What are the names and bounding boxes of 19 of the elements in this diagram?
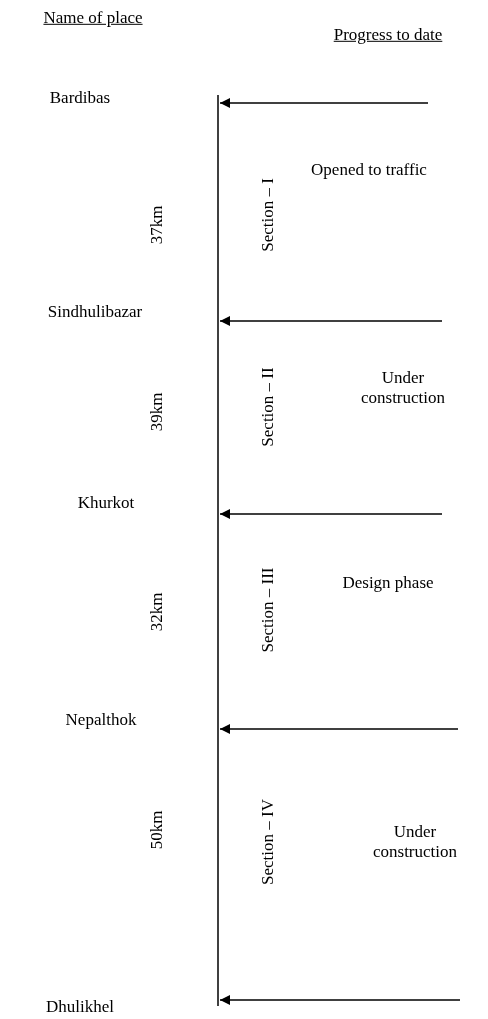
section-label: Section – IV (257, 799, 278, 885)
section-label: Section – III (257, 567, 278, 653)
status-label: Design phase (341, 572, 435, 594)
place-name: Dhulikhel (46, 996, 114, 1018)
place-name: Bardibas (49, 87, 111, 109)
section-label: Section – II (257, 367, 278, 447)
distance-label: 39km (146, 392, 167, 432)
section-label: Section – I (257, 178, 278, 252)
distance-label: 50km (146, 810, 167, 850)
column-heading: Progress to date (333, 24, 443, 46)
status-label: Under construction (371, 821, 458, 863)
place-name: Nepalthok (65, 709, 137, 731)
place-name: Khurkot (77, 492, 135, 514)
distance-label: 32km (146, 592, 167, 632)
distance-label: 37km (146, 205, 167, 245)
place-name: Sindhulibazar (47, 301, 143, 323)
column-heading: Name of place (43, 7, 143, 29)
status-label: Under construction (359, 367, 446, 409)
status-label: Opened to traffic (310, 159, 428, 181)
